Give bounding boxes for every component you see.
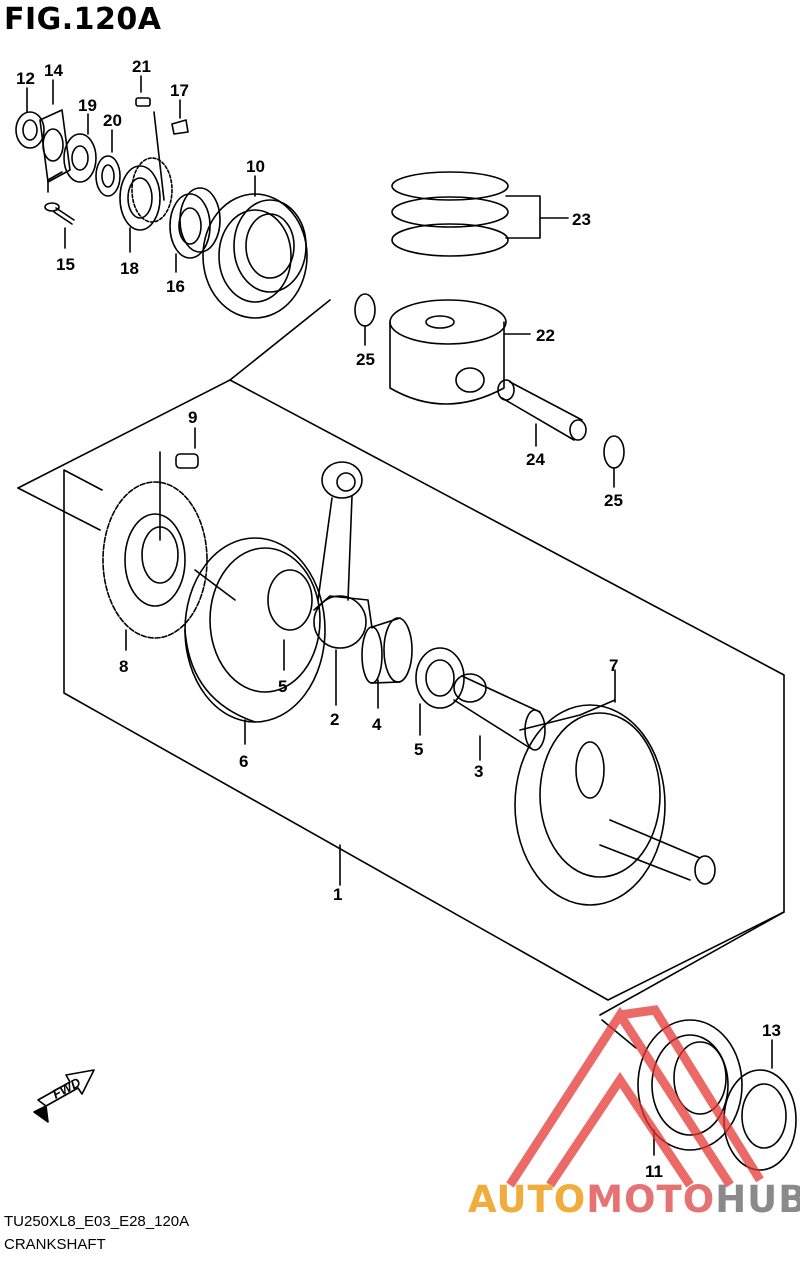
part-4-needle-bearing: [361, 617, 413, 709]
callout-9: 9: [188, 408, 197, 427]
callout-17: 17: [170, 81, 189, 100]
diagram-name: CRANKSHAFT: [4, 1236, 106, 1253]
watermark-moto: MOTO: [586, 1178, 716, 1221]
part-15-screw: [44, 171, 75, 249]
part-21-key: [135, 75, 165, 201]
callout-2: 2: [330, 710, 339, 729]
diagram-code: TU250XL8_E03_E28_120A: [4, 1213, 190, 1230]
callout-8: 8: [119, 657, 128, 676]
part-2-connecting-rod: [313, 461, 373, 706]
callout-25-bottom: 25: [604, 491, 623, 510]
part-7-flywheel-right: [514, 669, 716, 906]
callout-7: 7: [609, 656, 618, 675]
part-18-gear: [119, 157, 173, 253]
part-13-oil-seal: [723, 1039, 797, 1171]
part-3-crank-pin: [453, 673, 546, 761]
callout-18: 18: [120, 259, 139, 278]
part-12-oil-seal: [15, 87, 45, 149]
callout-16: 16: [166, 277, 185, 296]
callout-12: 12: [16, 69, 35, 88]
part-17-clip: [171, 99, 189, 135]
part-25-circlip-bottom: [603, 435, 625, 488]
figure-title: FIG.120A: [4, 2, 162, 37]
callout-3: 3: [474, 762, 483, 781]
part-5-washer-right: [415, 647, 465, 736]
part-23-piston-rings: [391, 171, 569, 257]
part-6-flywheel-left: [184, 537, 326, 745]
callout-13: 13: [762, 1021, 781, 1040]
fwd-arrow-icon: [33, 1069, 95, 1123]
callout-24: 24: [526, 450, 545, 469]
watermark-logo: [506, 1005, 764, 1188]
assembly-frame: [17, 379, 785, 1001]
callout-23: 23: [572, 210, 591, 229]
callout-21: 21: [132, 57, 151, 76]
callout-14: 14: [44, 61, 63, 80]
part-8-rotor-gear: [102, 481, 208, 651]
part-25-circlip-top: [354, 293, 376, 346]
part-16-gear: [169, 187, 221, 273]
callout-25-top: 25: [356, 350, 375, 369]
callout-5-left: 5: [278, 677, 287, 696]
watermark-auto: AUTO: [468, 1178, 587, 1221]
part-10-bearing: [202, 175, 308, 319]
callout-22: 22: [536, 326, 555, 345]
callout-1: 1: [333, 885, 342, 904]
part-19-bearing: [63, 113, 97, 183]
part-22-piston: [389, 299, 531, 405]
part-9-pin: [159, 427, 199, 541]
callout-6: 6: [239, 752, 248, 771]
callout-19: 19: [78, 96, 97, 115]
part-20-spacer: [95, 129, 121, 197]
callout-11: 11: [645, 1162, 663, 1181]
callout-20: 20: [103, 111, 122, 130]
assembly-frame-leader: [17, 487, 101, 531]
callout-10: 10: [246, 157, 265, 176]
callout-5-right: 5: [414, 740, 423, 759]
part-11-bearing: [637, 1019, 743, 1156]
part-24-piston-pin: [497, 379, 587, 447]
part-14-plate: [39, 79, 71, 183]
watermark-hub: HUB: [715, 1178, 800, 1221]
callout-15: 15: [56, 255, 75, 274]
callout-4: 4: [372, 715, 382, 734]
watermark-text: AUTOMOTOHUB: [468, 1178, 800, 1221]
